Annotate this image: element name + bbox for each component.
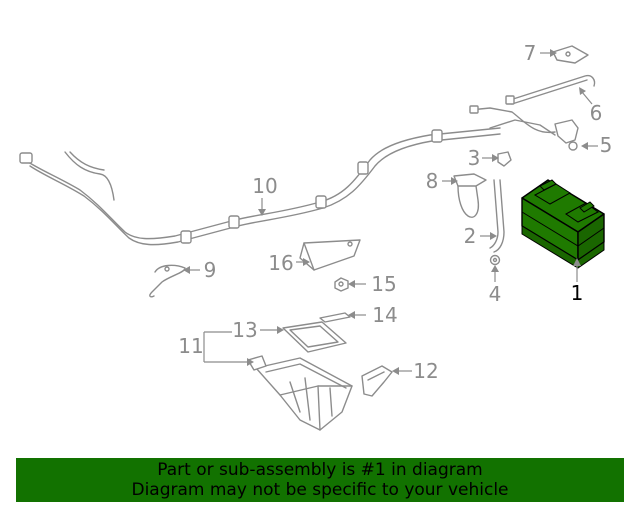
leader-lines bbox=[183, 49, 598, 375]
callout-6: 6 bbox=[590, 101, 603, 125]
callout-12: 12 bbox=[413, 359, 438, 383]
part-3-clip bbox=[497, 151, 512, 167]
part-16-bracket bbox=[299, 239, 361, 271]
part-6-cable bbox=[505, 74, 596, 105]
callout-8: 8 bbox=[426, 169, 439, 193]
part-15-nut bbox=[334, 277, 349, 292]
callout-9: 9 bbox=[204, 258, 217, 282]
notice-line-2: Diagram may not be specific to your vehi… bbox=[131, 480, 509, 500]
part-11-tray bbox=[247, 355, 353, 431]
callout-14: 14 bbox=[372, 303, 397, 327]
part-8-strap bbox=[453, 173, 487, 218]
callout-15: 15 bbox=[371, 272, 396, 296]
callout-7: 7 bbox=[524, 41, 537, 65]
callout-11: 11 bbox=[178, 334, 203, 358]
callout-labels: 1 2 3 4 5 6 7 8 9 10 11 12 13 14 15 16 bbox=[178, 41, 612, 383]
part-13-cover bbox=[282, 321, 347, 353]
part-1-battery bbox=[521, 179, 605, 269]
part-4-nut bbox=[489, 254, 501, 266]
part-14-pad bbox=[319, 312, 351, 323]
callout-5: 5 bbox=[600, 133, 613, 157]
part-10-cable-harness bbox=[19, 119, 556, 246]
callout-4: 4 bbox=[489, 282, 502, 306]
callout-13: 13 bbox=[232, 318, 257, 342]
part-2-rod bbox=[489, 179, 505, 253]
notice-line-1: Part or sub-assembly is #1 in diagram bbox=[157, 460, 483, 480]
part-5-terminal bbox=[469, 105, 579, 151]
notice-banner: Part or sub-assembly is #1 in diagram Di… bbox=[16, 458, 624, 502]
callout-16: 16 bbox=[268, 251, 293, 275]
callout-10: 10 bbox=[252, 174, 277, 198]
part-9-bracket bbox=[149, 264, 186, 298]
part-7-pad bbox=[552, 45, 589, 64]
callout-3: 3 bbox=[468, 146, 481, 170]
callout-1: 1 bbox=[571, 281, 584, 305]
callout-2: 2 bbox=[464, 224, 477, 248]
part-12-bracket bbox=[361, 365, 393, 397]
